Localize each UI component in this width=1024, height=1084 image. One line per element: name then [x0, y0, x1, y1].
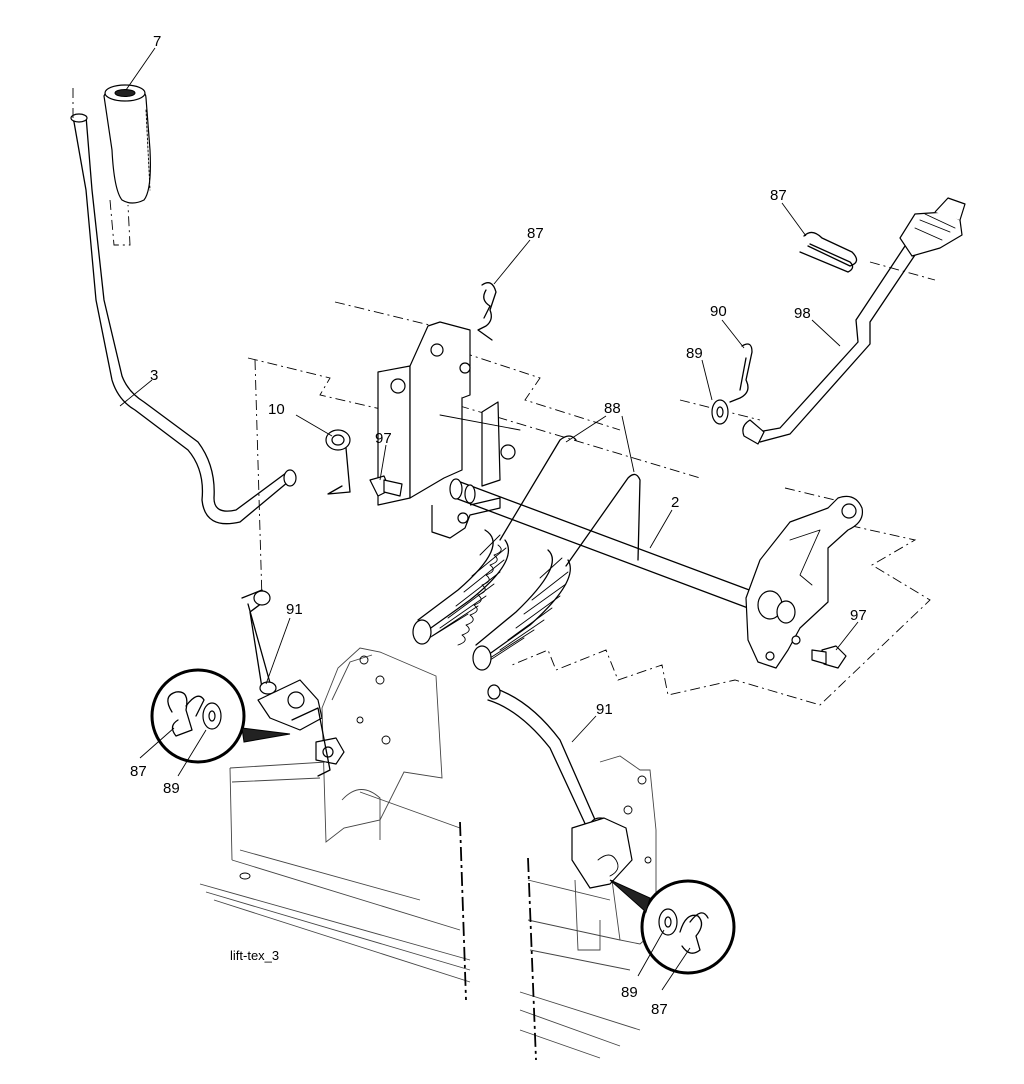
hairpin-clip-part-87-top	[477, 282, 497, 341]
handle-grip-part-7	[103, 84, 151, 246]
callout-88: 88	[604, 400, 621, 417]
callout-87-right-detail: 87	[651, 1001, 668, 1018]
callout-89-right-detail: 89	[621, 984, 638, 1001]
callout-89-right: 89	[686, 345, 703, 362]
deck-bracket-left	[291, 647, 443, 843]
lift-handle-part-3	[70, 88, 297, 525]
callout-2: 2	[671, 494, 679, 511]
figure-caption: lift-tex_3	[230, 948, 279, 963]
callout-7: 7	[153, 33, 161, 50]
lift-link-part-91-left	[241, 589, 323, 731]
callout-97-right: 97	[850, 607, 867, 624]
callout-91-left: 91	[286, 601, 303, 618]
bolt-part-97-right	[811, 645, 847, 669]
callout-87-top: 87	[527, 225, 544, 242]
callout-97-left: 97	[375, 430, 392, 447]
link-rod-part-98	[742, 197, 966, 445]
leader-lines	[119, 47, 859, 991]
hairpin-clip-part-87-right	[799, 231, 858, 273]
spring-clip-part-10	[325, 429, 351, 495]
bolt-part-97-left	[369, 475, 403, 497]
pin-part-90	[729, 343, 753, 403]
callout-98: 98	[794, 305, 811, 322]
detail-callout-right	[609, 879, 736, 975]
lift-bracket	[377, 321, 521, 539]
detail-callout-left	[150, 668, 291, 764]
assembly-centerlines	[247, 261, 936, 706]
deck-bracket-right	[599, 755, 657, 945]
callout-87-left-detail: 87	[130, 763, 147, 780]
lift-shaft-part-2	[449, 478, 761, 609]
washer-part-89-right	[711, 399, 729, 425]
callout-91-right: 91	[596, 701, 613, 718]
right-lift-arm	[745, 495, 864, 669]
callout-87-right: 87	[770, 187, 787, 204]
mower-deck-outline	[199, 761, 641, 1061]
lift-springs-part-88	[412, 435, 641, 671]
callout-90: 90	[710, 303, 727, 320]
callout-89-left-detail: 89	[163, 780, 180, 797]
lift-link-part-91-right	[487, 684, 633, 889]
callout-labels: 7 3 10 97 87 88 2 87 90 98 89 91 87 89 9…	[130, 33, 867, 1018]
callout-10: 10	[268, 401, 285, 418]
callout-3: 3	[150, 367, 158, 384]
